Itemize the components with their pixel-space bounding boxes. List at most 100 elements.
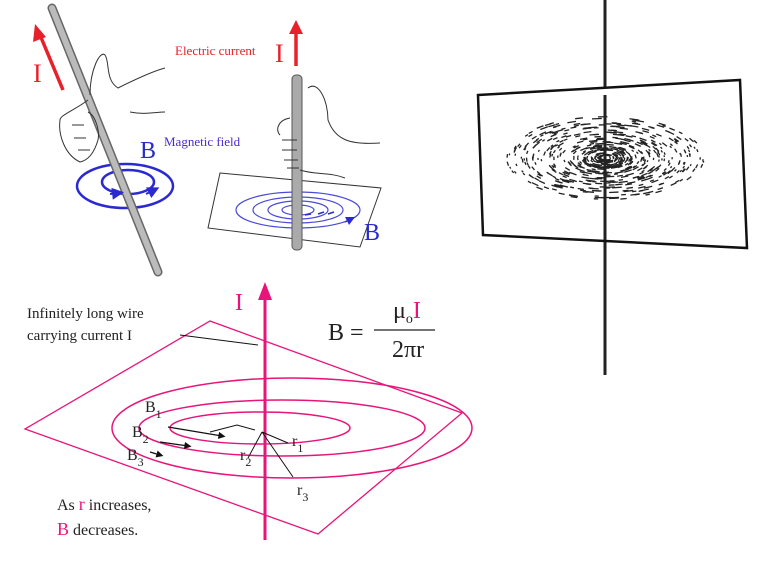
filing-mark <box>536 138 543 144</box>
filing-mark <box>643 185 653 189</box>
leader-line <box>179 334 259 346</box>
filing-mark <box>572 145 576 148</box>
filing-mark <box>616 149 624 154</box>
filing-mark <box>573 122 581 126</box>
filing-mark <box>641 178 648 182</box>
field-label-b2: B2 <box>132 424 149 446</box>
filing-mark <box>575 117 584 120</box>
filing-mark <box>651 167 657 173</box>
filing-mark <box>625 135 633 138</box>
filing-mark <box>684 137 689 142</box>
filing-mark <box>650 139 656 143</box>
current-label: Electric current <box>175 43 256 58</box>
filing-mark <box>643 191 651 195</box>
filing-mark <box>619 148 625 152</box>
filing-mark <box>589 147 596 151</box>
filing-mark <box>548 164 553 169</box>
filing-mark <box>674 138 680 143</box>
filing-mark <box>576 140 584 144</box>
filing-mark <box>573 133 581 136</box>
filing-mark <box>531 182 539 187</box>
filing-mark <box>582 138 588 141</box>
filing-mark <box>537 149 540 153</box>
filing-mark <box>573 145 580 149</box>
filing-mark <box>589 164 596 168</box>
filing-mark <box>646 159 649 163</box>
filing-mark <box>636 160 640 165</box>
svg-text:2πr: 2πr <box>392 337 424 363</box>
filing-mark <box>532 144 537 149</box>
filing-mark <box>515 163 518 167</box>
filing-mark <box>543 151 547 156</box>
filing-mark <box>523 147 527 151</box>
filing-mark <box>583 131 592 134</box>
filing-mark <box>689 164 692 167</box>
filing-mark <box>552 175 556 179</box>
filing-mark <box>661 142 668 147</box>
filing-mark <box>614 164 622 168</box>
formula: B = μoI 2πr <box>328 298 435 363</box>
filing-mark <box>509 166 512 169</box>
filing-mark <box>579 137 588 140</box>
filing-mark <box>667 162 671 166</box>
filing-mark <box>556 129 564 133</box>
filing-mark <box>563 138 568 142</box>
filing-mark <box>669 165 673 169</box>
filing-mark <box>674 179 680 184</box>
filing-mark <box>632 190 637 193</box>
filing-mark <box>526 150 529 155</box>
filing-mark <box>613 146 621 150</box>
filing-mark <box>556 139 560 143</box>
filing-mark <box>660 146 663 150</box>
hand-sketch-icon <box>59 53 166 163</box>
filing-mark <box>648 170 653 175</box>
filing-mark <box>641 172 648 177</box>
filing-mark <box>563 159 566 163</box>
filing-mark <box>528 133 533 138</box>
filing-mark <box>592 162 597 166</box>
filing-mark <box>578 165 585 169</box>
filing-mark <box>668 131 675 136</box>
filing-mark <box>534 161 537 166</box>
filing-mark <box>554 177 560 181</box>
filing-mark <box>526 162 529 166</box>
filing-mark <box>531 166 535 171</box>
filing-mark <box>679 178 684 182</box>
iron-filings-pattern <box>506 116 705 200</box>
filing-mark <box>553 164 557 169</box>
filing-mark <box>598 159 603 163</box>
filing-mark <box>562 149 566 154</box>
filing-mark <box>678 131 683 135</box>
filing-mark <box>622 189 629 192</box>
filing-mark <box>624 139 631 143</box>
filing-mark <box>629 125 639 128</box>
filing-mark <box>527 165 531 169</box>
filing-mark <box>631 149 635 153</box>
filing-mark <box>549 153 552 158</box>
filing-mark <box>626 186 634 190</box>
filing-mark <box>591 150 597 154</box>
filing-mark <box>528 174 532 178</box>
filing-mark <box>556 184 564 188</box>
filing-mark <box>517 143 521 148</box>
filing-mark <box>674 148 678 153</box>
filing-mark <box>561 127 566 130</box>
filing-mark <box>610 166 620 169</box>
filing-mark <box>639 171 644 175</box>
filing-mark <box>618 179 624 181</box>
filing-mark <box>572 163 577 167</box>
filing-mark <box>634 154 637 159</box>
filing-mark <box>667 170 672 175</box>
filing-mark <box>521 158 524 163</box>
filing-mark <box>643 142 647 146</box>
filing-mark <box>579 169 585 173</box>
filing-mark <box>513 170 517 174</box>
filing-mark <box>564 129 570 132</box>
filing-mark <box>589 163 597 167</box>
filing-mark <box>659 182 665 186</box>
filing-mark <box>611 186 622 189</box>
filing-mark <box>623 189 634 193</box>
filing-mark <box>655 167 660 172</box>
filing-mark <box>624 162 629 166</box>
filing-mark <box>572 150 577 155</box>
